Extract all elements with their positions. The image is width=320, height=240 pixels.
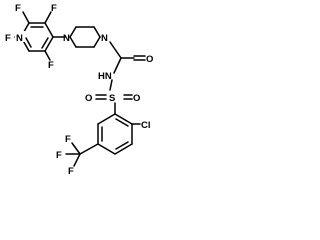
atom-o: O (146, 54, 153, 65)
atom-n: N (63, 33, 70, 44)
bond (44, 36, 54, 52)
bond (79, 143, 99, 155)
piperazine-ring (69, 26, 101, 48)
atom-f: F (56, 150, 62, 161)
atom-f: F (65, 134, 71, 145)
bond-double (115, 141, 129, 150)
bond (109, 41, 122, 59)
bond (109, 79, 113, 91)
benzene-ring (97, 113, 133, 155)
bond-double (41, 37, 49, 49)
bond (22, 11, 30, 24)
atom-f: F (15, 3, 21, 14)
atom-label-background (15, 31, 25, 42)
bond (73, 153, 81, 167)
bond (44, 50, 51, 61)
atom-cl: Cl (141, 120, 151, 131)
bond (114, 143, 133, 155)
bond (97, 143, 116, 155)
bond (93, 26, 101, 38)
atom-f: F (68, 166, 74, 177)
bond (69, 26, 77, 38)
bond (71, 142, 81, 155)
atom-f: F (51, 3, 57, 14)
atom-f: F (5, 33, 11, 44)
atom-o: O (85, 93, 92, 104)
bond (69, 36, 77, 48)
structure-diagram: F F N F F N N O HN S O O Cl F F F (0, 0, 170, 181)
atom-n: N (101, 33, 108, 44)
atom-nh: HN (98, 71, 112, 82)
molecule-drawing: F F N F F N N O HN S O O Cl F F F (5, 3, 153, 177)
bond (93, 36, 101, 48)
atom-s: S (109, 93, 115, 104)
pyridine-ring (20, 22, 54, 52)
atom-o: O (133, 93, 140, 104)
bond (44, 22, 54, 38)
bond (97, 113, 116, 125)
atom-f: F (48, 60, 54, 71)
bond (114, 113, 133, 125)
bond (44, 11, 52, 24)
atom-n: N (16, 33, 23, 44)
bond-double (25, 37, 32, 48)
atom-labels: F F N F F N N O HN S O O Cl F F F (5, 3, 153, 177)
bond-double (115, 118, 129, 127)
bond (113, 57, 122, 74)
